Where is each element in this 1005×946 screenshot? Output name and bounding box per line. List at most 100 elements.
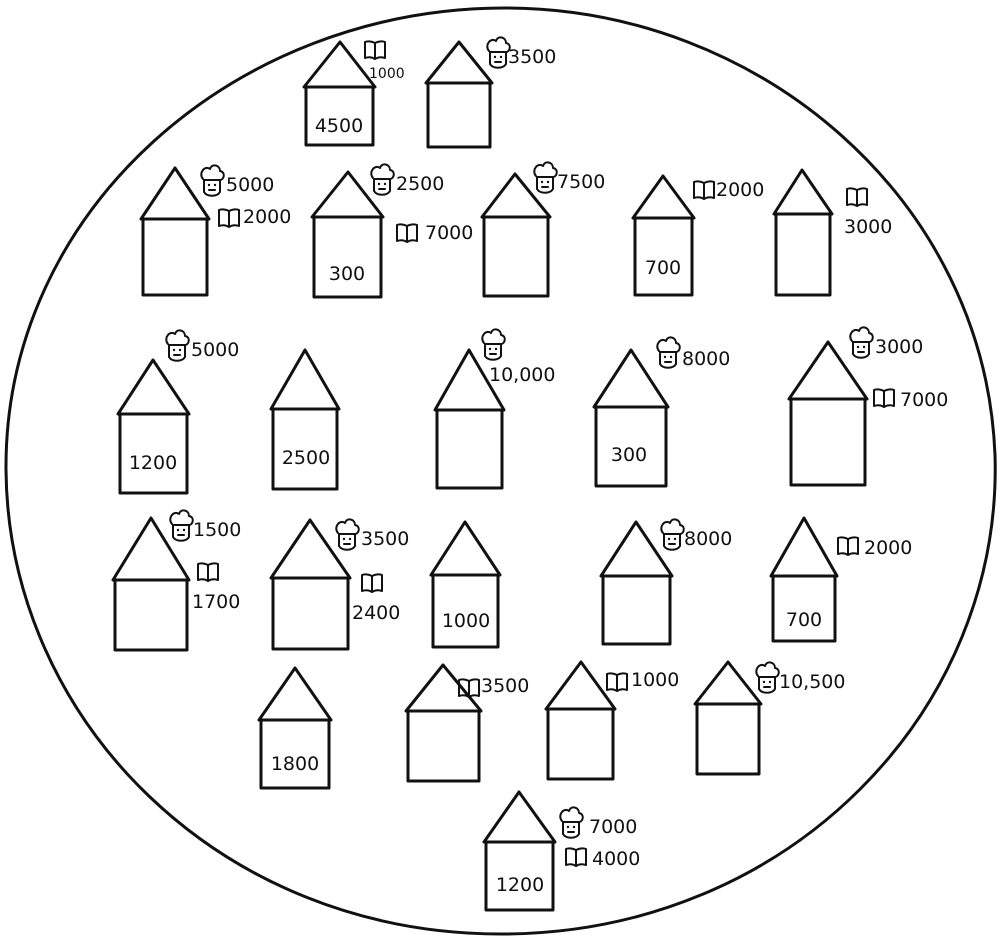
house-h13: 1500 1700	[111, 509, 241, 652]
open-book-icon	[458, 678, 480, 698]
house-h03: 5000 2000	[139, 164, 291, 297]
chef-count: 5000	[226, 174, 274, 196]
house-h10: 10,000	[433, 328, 555, 490]
house-roof	[139, 166, 211, 221]
chef-face-icon	[755, 661, 780, 694]
open-book-icon	[565, 847, 587, 867]
house-label: 700	[786, 609, 822, 631]
house-body	[594, 405, 668, 488]
open-book-icon	[693, 180, 715, 200]
book-count: 2000	[243, 206, 291, 228]
chef-face-icon	[533, 161, 558, 194]
house-roof	[787, 340, 869, 401]
house-h18: 1800	[257, 666, 333, 790]
chef-face-icon	[486, 36, 511, 69]
book-count: 7000	[425, 222, 473, 244]
house-h06: 700 2000	[631, 174, 764, 297]
house-roof	[269, 348, 341, 411]
house-roof	[310, 170, 385, 219]
house-roof	[433, 348, 506, 412]
house-h16: 8000	[599, 518, 732, 646]
chef-count: 7500	[557, 171, 605, 193]
chef-count: 7000	[589, 816, 637, 838]
house-roof	[116, 358, 191, 416]
open-book-icon	[837, 536, 859, 556]
chef-count: 3500	[508, 46, 556, 68]
house-h21: 10,500	[693, 660, 845, 776]
house-h05: 7500	[480, 161, 605, 298]
house-body	[271, 576, 350, 651]
book-count: 7000	[900, 389, 948, 411]
chef-face-icon	[559, 806, 584, 839]
house-roof	[482, 790, 557, 844]
house-h11: 300 8000	[592, 336, 730, 488]
house-roof	[772, 168, 834, 216]
open-book-icon	[846, 187, 868, 207]
house-body	[113, 578, 189, 652]
house-roof	[111, 516, 191, 582]
house-roof	[429, 520, 502, 577]
house-h17: 700 2000	[769, 516, 912, 643]
house-body	[312, 215, 383, 299]
open-book-icon	[364, 40, 386, 60]
open-book-icon	[197, 562, 219, 582]
book-count: 3500	[481, 675, 529, 697]
house-label: 300	[611, 444, 647, 466]
house-body	[771, 574, 837, 643]
house-body	[482, 215, 550, 298]
chef-count: 3500	[361, 528, 409, 550]
house-body	[141, 217, 209, 297]
book-count: 1700	[192, 591, 240, 613]
house-body	[789, 397, 867, 487]
house-h14: 3500 2400	[269, 518, 409, 651]
house-body	[431, 573, 500, 649]
house-h08: 1200 5000	[116, 329, 239, 495]
house-body	[118, 412, 189, 495]
book-count: 4000	[592, 848, 640, 870]
chef-face-icon	[165, 329, 190, 362]
house-roof	[480, 172, 552, 219]
house-body	[406, 709, 481, 783]
house-roof	[631, 174, 696, 220]
chef-face-icon	[200, 164, 225, 197]
chef-face-icon	[849, 326, 874, 359]
book-count: 1000	[631, 669, 679, 691]
house-body	[304, 85, 375, 147]
house-body	[633, 216, 694, 297]
house-body	[426, 81, 492, 149]
house-label: 700	[645, 257, 681, 279]
chef-count: 8000	[682, 348, 730, 370]
house-roof	[302, 40, 377, 89]
chef-count: 5000	[191, 339, 239, 361]
house-body	[695, 702, 761, 776]
chef-count: 1500	[193, 519, 241, 541]
house-label: 2500	[282, 447, 330, 469]
open-book-icon	[218, 208, 240, 228]
chef-face-icon	[481, 328, 506, 361]
house-body	[484, 840, 555, 912]
house-body	[435, 408, 504, 490]
chef-count: 8000	[684, 528, 732, 550]
house-h02: 3500	[424, 36, 556, 149]
open-book-icon	[361, 573, 383, 593]
house-label: 1800	[271, 753, 319, 775]
chef-count: 2500	[396, 173, 444, 195]
house-label: 300	[329, 263, 365, 285]
chef-count: 10,500	[779, 671, 845, 693]
open-book-icon	[873, 388, 895, 408]
book-count: 2000	[716, 179, 764, 201]
house-roof	[269, 518, 352, 580]
house-label: 1200	[129, 452, 177, 474]
chef-count: 3000	[875, 336, 923, 358]
house-roof	[592, 348, 670, 409]
house-h15: 1000	[429, 520, 502, 649]
book-count: 3000	[844, 216, 892, 238]
house-body	[601, 574, 672, 646]
house-label: 1000	[442, 610, 490, 632]
house-roof	[769, 516, 839, 578]
book-count: 2000	[864, 537, 912, 559]
book-count: 2400	[352, 602, 400, 624]
